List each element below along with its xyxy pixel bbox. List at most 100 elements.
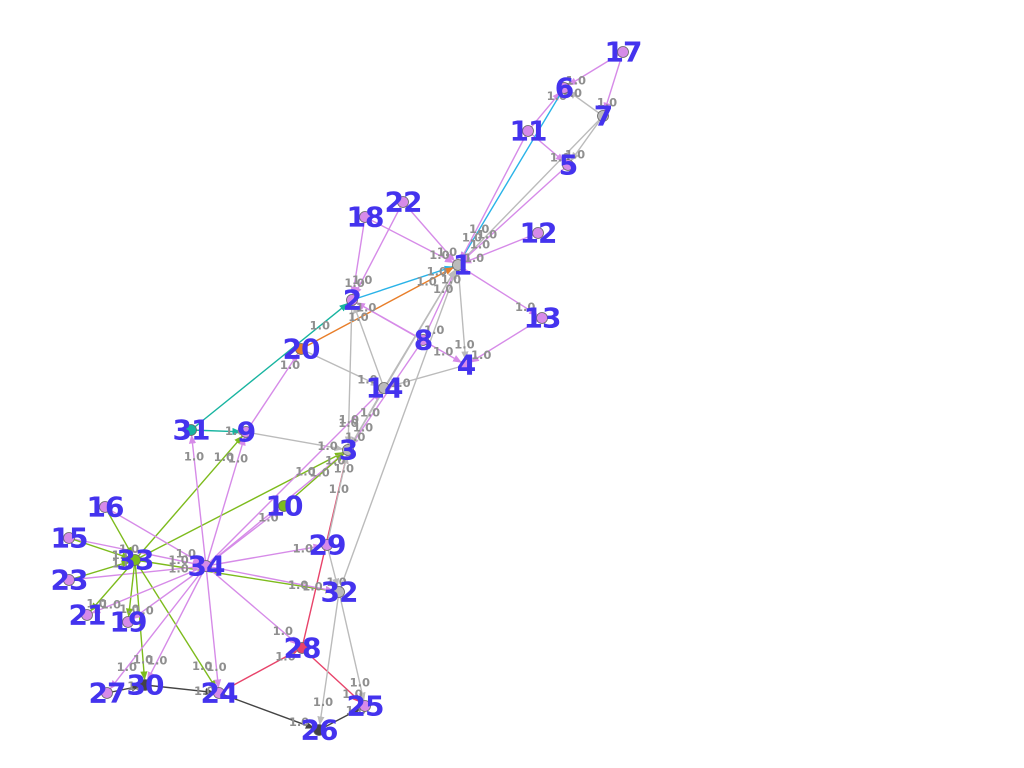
edge-weight-22-2: 1.0 — [352, 273, 372, 287]
edge-weight-4-14: 1.0 — [390, 376, 410, 390]
edge-weight-6-1: 1.0 — [469, 222, 489, 236]
node-8[interactable] — [417, 334, 429, 346]
node-7[interactable] — [597, 110, 609, 122]
edge-weight-12-1: 1.0 — [464, 251, 484, 265]
edge-2-1 — [351, 265, 454, 301]
edge-weight-32-26: 1.0 — [313, 695, 333, 709]
node-28[interactable] — [296, 642, 308, 654]
node-11[interactable] — [522, 125, 534, 137]
edge-32-1 — [338, 269, 457, 593]
node-label-2: 2 — [343, 284, 361, 317]
node-32[interactable] — [333, 586, 345, 598]
node-label-23: 23 — [51, 564, 88, 597]
edge-34-29 — [205, 543, 323, 567]
edge-23-33 — [68, 560, 131, 581]
edge-11-6 — [527, 91, 562, 132]
node-23[interactable] — [63, 574, 75, 586]
edge-weight-28-25: 1.0 — [342, 687, 362, 701]
node-21[interactable] — [81, 609, 93, 621]
node-label-9: 9 — [237, 416, 255, 449]
node-label-21: 21 — [69, 599, 106, 632]
node-33[interactable] — [129, 554, 141, 566]
node-24[interactable] — [213, 687, 225, 699]
edge-11-1 — [459, 130, 529, 261]
node-19[interactable] — [122, 616, 134, 628]
edge-22-2 — [353, 201, 404, 296]
node-label-20: 20 — [283, 333, 320, 366]
node-2[interactable] — [346, 294, 358, 306]
node-5[interactable] — [562, 159, 574, 171]
edge-weight-33-9: 1.0 — [214, 450, 234, 464]
edge-34-28 — [205, 565, 299, 646]
edge-10-3 — [283, 453, 345, 507]
edge-weight-24-26: 1.0 — [289, 715, 309, 729]
node-22[interactable] — [397, 196, 409, 208]
node-label-1: 1 — [453, 249, 471, 282]
edge-16-33 — [104, 506, 133, 556]
edge-7-5 — [570, 115, 604, 162]
edges-layer — [68, 51, 624, 731]
edge-weight-15-34: 1.0 — [168, 553, 188, 567]
edge-5-1 — [461, 164, 569, 262]
edge-8-2 — [356, 302, 424, 341]
edge-weight-16-33: 1.0 — [119, 542, 139, 556]
node-16[interactable] — [99, 501, 111, 513]
edge-weight-20-14: 1.0 — [357, 373, 377, 387]
edge-weight-34-27: 1.0 — [117, 660, 137, 674]
edge-32-26 — [317, 591, 340, 726]
edge-weight-14-2: 1.0 — [348, 310, 368, 324]
edge-weight-2-3: 1.0 — [339, 413, 359, 427]
node-label-11: 11 — [510, 115, 547, 148]
edge-20-1 — [300, 266, 454, 350]
node-25[interactable] — [359, 700, 371, 712]
edge-34-24 — [205, 565, 222, 689]
edge-1-4 — [457, 264, 469, 361]
node-30[interactable] — [139, 679, 151, 691]
edge-33-19 — [125, 559, 136, 618]
node-label-22: 22 — [385, 186, 422, 219]
edge-weight-30-24: 1.0 — [194, 684, 214, 698]
edge-23-34 — [68, 563, 202, 581]
node-27[interactable] — [101, 687, 113, 699]
node-31[interactable] — [185, 424, 197, 436]
node-13[interactable] — [536, 312, 548, 324]
node-20[interactable] — [295, 343, 307, 355]
edge-31-9 — [190, 427, 242, 436]
node-26[interactable] — [313, 724, 325, 736]
node-29[interactable] — [321, 539, 333, 551]
edge-8-1 — [422, 269, 457, 341]
node-1[interactable] — [452, 259, 464, 271]
edge-26-25 — [318, 707, 361, 731]
node-4[interactable] — [460, 359, 472, 371]
node-label-29: 29 — [309, 529, 346, 562]
node-15[interactable] — [63, 532, 75, 544]
edge-weight-33-21: 1.0 — [86, 597, 106, 611]
node-17[interactable] — [617, 46, 629, 58]
node-18[interactable] — [359, 211, 371, 223]
edge-weight-8-1: 1.0 — [441, 273, 461, 287]
node-label-19: 19 — [110, 606, 147, 639]
node-6[interactable] — [558, 82, 570, 94]
edge-weight-2-4: 1.0 — [433, 345, 453, 359]
edge-weight-1-4: 1.0 — [454, 338, 474, 352]
edge-weight-34-21: 1.0 — [101, 598, 121, 612]
node-12[interactable] — [532, 227, 544, 239]
edge-labels-layer: 1.01.01.01.01.01.01.01.01.01.01.01.01.01… — [86, 73, 617, 729]
edge-15-33 — [68, 537, 131, 560]
edge-weight-5-1: 1.0 — [470, 238, 490, 252]
node-10[interactable] — [278, 500, 290, 512]
node-34[interactable] — [200, 560, 212, 572]
edge-24-26 — [218, 692, 315, 729]
edge-weight-14-3: 1.0 — [345, 430, 365, 444]
edge-29-32 — [326, 544, 340, 588]
edge-18-2 — [350, 216, 366, 296]
edge-weight-33-24: 1.0 — [192, 659, 212, 673]
edge-17-6 — [567, 51, 624, 86]
node-14[interactable] — [378, 382, 390, 394]
node-label-6: 6 — [555, 72, 573, 105]
node-9[interactable] — [240, 426, 252, 438]
edge-weight-11-1: 1.0 — [462, 231, 482, 245]
edge-34-14 — [205, 391, 381, 567]
node-3[interactable] — [342, 444, 354, 456]
